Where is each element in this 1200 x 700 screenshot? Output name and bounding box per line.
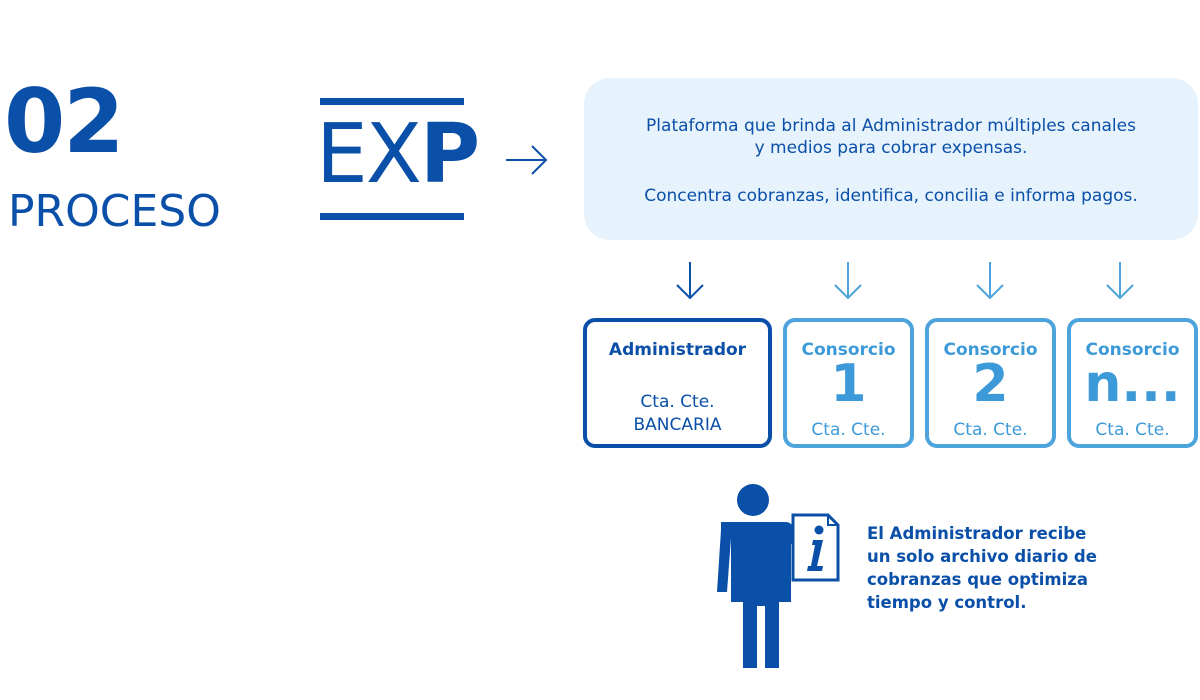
admin-card-title: Administrador [608,340,747,360]
consorcio-card-account-type: Cta. Cte. [1095,420,1170,440]
info-message-line3: cobranzas que optimiza [867,570,1089,589]
consorcio-card-title: Consorcio [1085,340,1180,360]
info-message-line2: un solo archivo diario de [867,547,1097,566]
platform-description-line2: y medios para cobrar expensas. [754,138,1028,158]
admin-card-account-type: Cta. Cte. [640,392,715,412]
consorcio-card: Consorcio 2 Cta. Cte. [925,318,1056,448]
logo-text-bold: P [420,107,480,202]
platform-description-line3: Concentra cobranzas, identifica, concili… [644,186,1138,206]
consorcio-card-account-type: Cta. Cte. [811,420,886,440]
info-message-line1: El Administrador recibe [867,524,1087,543]
logo-text: EXP [316,114,480,196]
admin-card-bank-label: BANCARIA [633,415,722,435]
consorcio-card: Consorcio n... Cta. Cte. [1067,318,1198,448]
consorcio-card-account-type: Cta. Cte. [953,420,1028,440]
platform-description-top: Plataforma que brinda al Administrador m… [584,115,1198,159]
person-icon [717,484,840,668]
info-message: El Administrador recibe un solo archivo … [867,522,1107,614]
arrow-down-icon [976,262,1004,300]
info-document-icon [791,513,840,582]
arrow-down-icon [834,262,862,300]
consorcio-card-number: 2 [972,354,1009,414]
admin-account-card: Administrador Cta. Cte. BANCARIA [583,318,772,448]
consorcio-card: Consorcio 1 Cta. Cte. [783,318,914,448]
step-number: 02 [4,70,124,173]
platform-description-panel: Plataforma que brinda al Administrador m… [584,78,1198,240]
consorcio-card-number: n... [1084,354,1181,414]
logo-text-regular: EX [316,107,422,202]
arrow-right-icon [506,145,548,175]
consorcio-card-number: 1 [830,354,867,414]
step-label: PROCESO [8,186,221,237]
arrow-down-icon [1106,262,1134,300]
consorcio-card-title: Consorcio [801,340,896,360]
arrow-down-icon [676,262,704,300]
info-message-line4: tiempo y control. [867,593,1027,612]
logo-bar-top [320,98,464,105]
exp-logo: EXP [316,98,480,222]
logo-bar-bottom [320,213,464,220]
consorcio-card-title: Consorcio [943,340,1038,360]
platform-description-line1: Plataforma que brinda al Administrador m… [646,116,1136,136]
